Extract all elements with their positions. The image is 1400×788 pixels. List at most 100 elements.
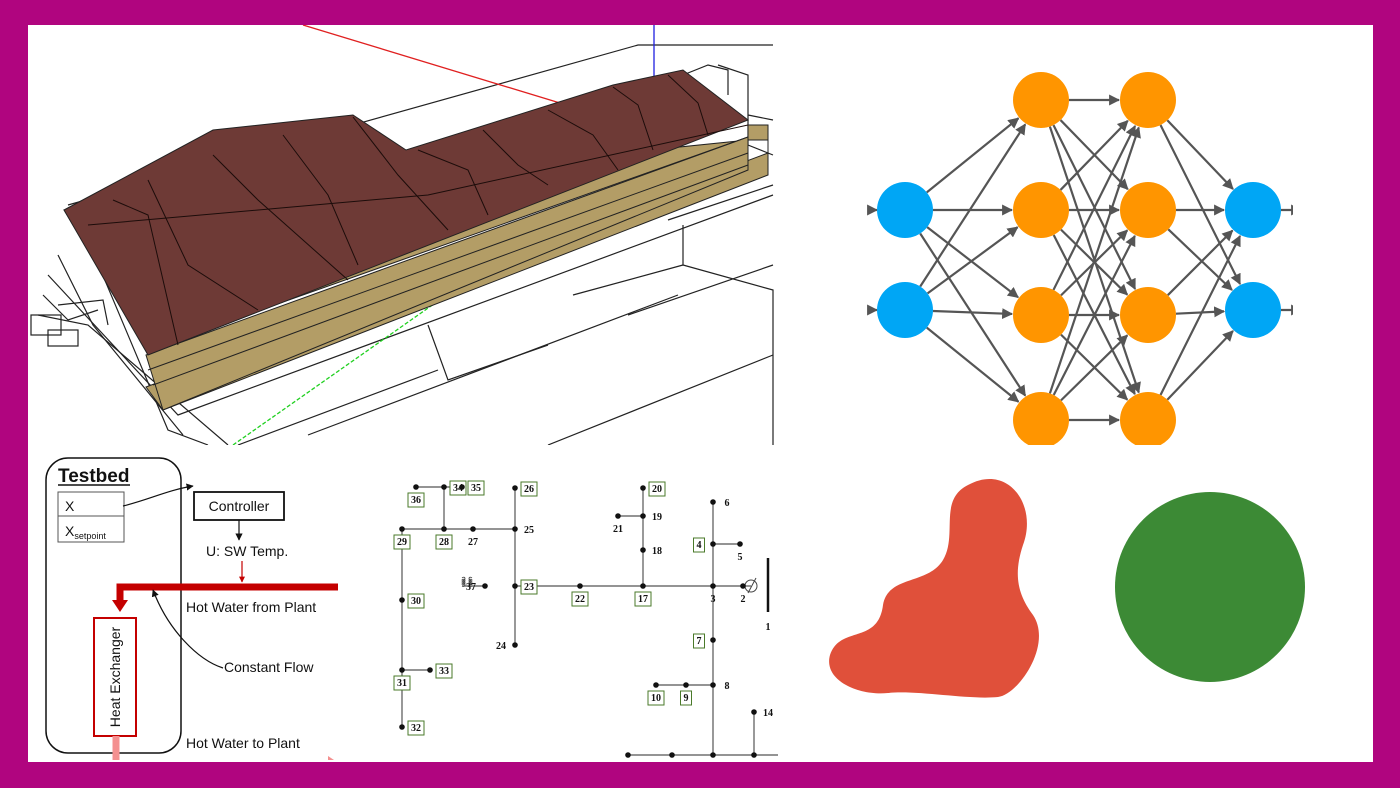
feeder-bus-15: 15: [669, 752, 675, 758]
feeder-bus-3: 3: [710, 583, 716, 605]
ieee-37-bus-feeder: 1234567891011121314151617181920212223242…: [393, 480, 778, 758]
substation-source-icon: [744, 558, 770, 612]
bus-node-dot: [441, 526, 447, 532]
bus-node-dot: [459, 484, 465, 490]
state-box: [57, 491, 125, 543]
green-circle-shape: [1115, 492, 1305, 682]
testbed-control-diagram: Testbed X Xsetpoint Controller U: SW Tem…: [45, 457, 338, 760]
bus-label: 35: [471, 483, 481, 494]
feeder-bus-22: 22: [571, 583, 589, 607]
bus-node-dot: [512, 642, 518, 648]
bus-node-dot: [413, 484, 419, 490]
hidden-node: [1013, 392, 1069, 445]
bus-label-box: [693, 537, 705, 553]
network-connection: [1048, 126, 1141, 394]
bus-node-dot: [710, 583, 716, 589]
flow-label: Constant Flow: [224, 659, 314, 675]
feeder-bus-19: 19: [640, 512, 662, 523]
bus-node-dot: [683, 682, 689, 688]
bus-node-dot: [640, 513, 646, 519]
bus-label: 34: [453, 483, 463, 494]
bus-node-dot: [669, 752, 675, 758]
bus-label: 1: [766, 622, 771, 633]
bus-node-dot: [653, 682, 659, 688]
control-signal-label: U: SW Temp.: [206, 543, 288, 559]
network-connection: [1166, 119, 1234, 190]
bus-node-dot: [751, 709, 757, 715]
network-connection: [1052, 234, 1136, 396]
neural-network-diagram: [867, 72, 1293, 445]
feeder-bus-5: 5: [737, 541, 743, 563]
bus-node-dot: [710, 752, 716, 758]
bus-node-dot: [441, 484, 447, 490]
feeder-bus-12: 12: [751, 752, 757, 758]
hidden-node: [1120, 287, 1176, 343]
image-canvas: Testbed X Xsetpoint Controller U: SW Tem…: [28, 25, 1373, 762]
network-connection: [1167, 228, 1233, 291]
network-connection: [1166, 330, 1234, 401]
irregular-blob-shape: [829, 478, 1039, 698]
feeder-bus-29: 29: [393, 526, 411, 550]
feeder-lines: [401, 486, 778, 756]
bus-label-box: [407, 593, 425, 609]
bus-label-box: [407, 492, 425, 508]
input-node: [877, 282, 933, 338]
bus-label: 22: [575, 594, 585, 605]
controller-label: Controller: [209, 498, 270, 514]
feeder-bus-7: 7: [693, 633, 716, 649]
feeder-bus-20: 20: [640, 481, 666, 497]
setpoint-label: Xsetpoint: [65, 523, 106, 541]
feeder-bus-8: 8: [710, 681, 730, 692]
bus-node-dot: [710, 637, 716, 643]
feeder-bus-14: 14: [751, 708, 773, 719]
network-connection: [919, 123, 1027, 288]
supply-label: Hot Water from Plant: [186, 599, 316, 615]
feeder-bus-31: 31: [393, 667, 411, 691]
hot-water-supply-pipe: [116, 583, 338, 603]
bus-label: 4: [697, 540, 702, 551]
feeder-bus-4: 4: [693, 537, 716, 553]
feeder-bus-16: 16: [625, 752, 631, 758]
bus-label-box: [648, 481, 666, 497]
bus-node-dot: [640, 547, 646, 553]
bus-node-dot: [710, 499, 716, 505]
bus-label: 8: [725, 681, 730, 692]
bus-label: 30: [411, 596, 421, 607]
hidden-node: [1013, 287, 1069, 343]
hidden-node: [1120, 182, 1176, 238]
bus-node-dot: [640, 485, 646, 491]
bus-label: 32: [411, 723, 421, 734]
network-connection: [1167, 229, 1234, 296]
testbed-title: Testbed: [58, 466, 129, 487]
feeder-bus-30: 30: [399, 593, 425, 609]
feeder-equipment: [461, 558, 770, 612]
bus-label: 36: [411, 495, 421, 506]
bus-label: 23: [524, 582, 534, 593]
bus-label-box: [393, 534, 411, 550]
building-roof: [63, 69, 750, 356]
bus-label: 2: [741, 594, 746, 605]
network-connection: [1175, 306, 1226, 318]
hidden-node: [1120, 72, 1176, 128]
bus-label-box: [435, 663, 453, 679]
network-connection: [1059, 119, 1129, 191]
feeder-bus-17: 17: [634, 583, 652, 607]
feeder-bus-28: 28: [435, 526, 453, 550]
bus-label: 9: [684, 693, 689, 704]
bus-label: 19: [652, 512, 662, 523]
bus-node-dot: [512, 485, 518, 491]
building-wall-face: [145, 136, 749, 411]
bus-label: 31: [397, 678, 407, 689]
feeder-bus-10: 10: [647, 682, 665, 706]
network-nodes: [877, 72, 1281, 445]
bus-node-dot: [399, 667, 405, 673]
feeder-bus-11: 11: [710, 752, 716, 758]
feeder-bus-32: 32: [399, 720, 425, 736]
network-connections: [867, 94, 1293, 426]
network-connection: [1159, 234, 1242, 396]
bus-label-box: [520, 481, 538, 497]
feeder-bus-18: 18: [640, 546, 662, 557]
bus-label-box: [393, 675, 411, 691]
return-label: Hot Water to Plant: [186, 735, 300, 751]
bus-label-box: [647, 690, 665, 706]
